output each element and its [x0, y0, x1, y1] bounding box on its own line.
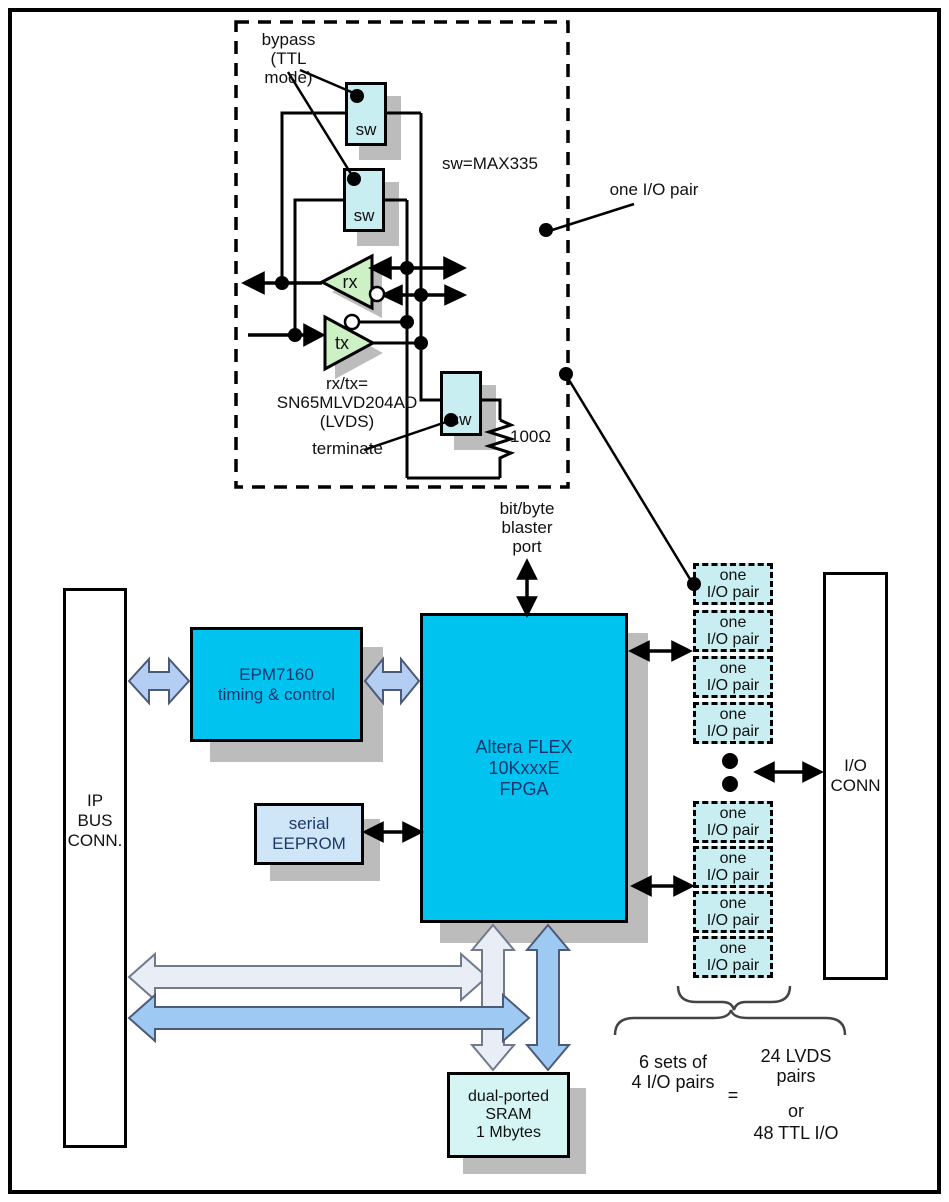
terminate-label: terminate: [312, 439, 383, 458]
callout-lines: [286, 68, 695, 585]
rx-buffer-triangle: [318, 253, 382, 318]
tx-buffer-triangle: [323, 314, 383, 379]
io-pair-box-1: one I/O pair: [693, 563, 773, 605]
termination-resistor: [484, 418, 516, 478]
io-pair-box-3: one I/O pair: [693, 656, 773, 698]
junction-dots: [275, 89, 738, 792]
io-pair-box-4: one I/O pair: [693, 702, 773, 744]
ttl-label: 48 TTL I/O: [753, 1123, 839, 1143]
dual-ported-sram-box: dual-ported SRAM 1 Mbytes: [447, 1072, 570, 1158]
ipbus-sram-pale-arrow: [127, 951, 489, 1003]
resistor-value-label: 100Ω: [510, 427, 552, 446]
lvds-label: 24 LVDS pairs: [760, 1046, 832, 1087]
circuit-wires: [280, 111, 516, 480]
set-underbrace: [676, 985, 792, 1011]
sets-label: 6 sets of 4 I/O pairs: [631, 1052, 715, 1093]
ip-bus-connector-label: IP BUS CONN.: [67, 791, 123, 850]
signal-arrows: [241, 256, 824, 897]
switch-box-terminate: sw: [440, 371, 482, 436]
fpga-sram-blue-arrow: [524, 923, 572, 1072]
ellipsis-dot-2: [722, 776, 738, 792]
bypass-label: bypass (TTL mode): [261, 30, 316, 88]
equals-label: =: [727, 1085, 739, 1105]
ipbus-sram-blue-arrow: [127, 992, 531, 1044]
or-label: or: [787, 1101, 804, 1121]
io-pair-box-7: one I/O pair: [693, 891, 773, 933]
rxtx-equation-label: rx/tx= SN65MLVD204AD (LVDS): [276, 374, 418, 432]
io-pair-box-6: one I/O pair: [693, 846, 773, 888]
epm-fpga-arrow: [363, 656, 421, 706]
io-pair-box-5: one I/O pair: [693, 801, 773, 843]
rx-label: rx: [342, 272, 358, 292]
io-pair-box-8: one I/O pair: [693, 936, 773, 978]
detail-dashed-border: [234, 20, 570, 489]
page-border: [8, 8, 941, 1194]
left-io-arrowhead: [241, 271, 265, 295]
one-io-pair-label: one I/O pair: [609, 180, 699, 199]
ip-bus-connector-box: IP BUS CONN.: [63, 588, 127, 1148]
serial-eeprom-box: serial EEPROM: [254, 803, 364, 865]
io-pair-box-2: one I/O pair: [693, 610, 773, 652]
ipbus-epm-arrow: [127, 656, 191, 706]
total-brace: [613, 1009, 847, 1036]
blaster-port-label: bit/byte blaster port: [499, 499, 555, 557]
fpga-box: Altera FLEX 10KxxxE FPGA: [420, 613, 628, 923]
tx-label: tx: [334, 333, 349, 353]
ellipsis-dot-1: [722, 753, 738, 769]
fpga-sram-pale-arrow: [469, 923, 517, 1072]
enable-pin-circles: [343, 285, 386, 331]
switch-box-1: sw: [345, 82, 387, 146]
epm-timing-control-box: EPM7160 timing & control: [190, 627, 363, 742]
io-connector-box: I/O CONN: [823, 572, 888, 980]
sw-equation-label: sw=MAX335: [442, 154, 538, 173]
